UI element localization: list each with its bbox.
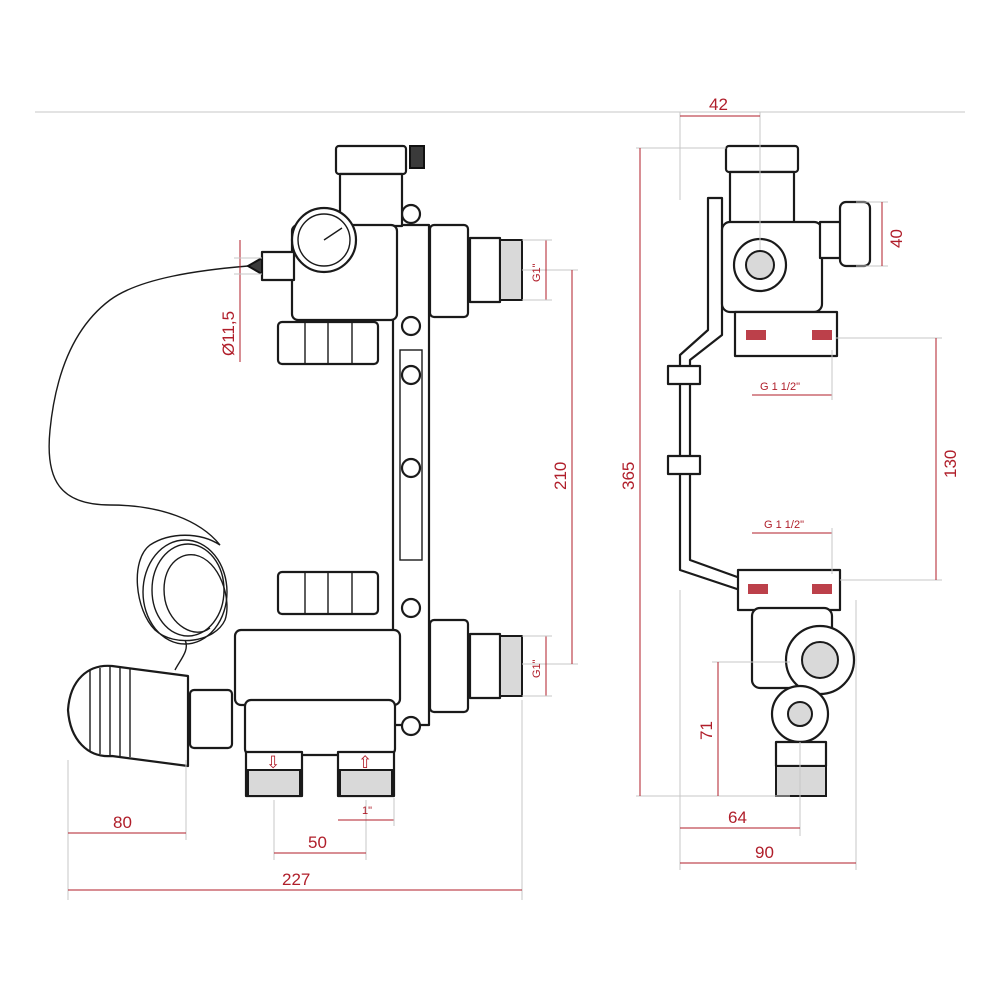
side-lower-port-inner xyxy=(787,701,813,727)
thermostatic-connector xyxy=(188,688,234,750)
capillary-tube xyxy=(48,265,249,671)
inlet-arrow-right: ⇧ xyxy=(358,753,372,772)
side-gauge-stem xyxy=(818,220,844,260)
side-upper-fitting-hatch-l xyxy=(746,330,766,340)
probe-fitting xyxy=(260,250,296,282)
dim-label-g1-top: G1" xyxy=(531,263,543,282)
inlet-thread-left xyxy=(247,769,301,797)
dim-label-227: 227 xyxy=(282,870,310,889)
dim-label-dia: Ø11,5 xyxy=(219,311,238,356)
bracket-screw-5 xyxy=(400,597,422,619)
inlet-thread-right xyxy=(339,769,393,797)
dim-label-g1-bottom: G1" xyxy=(531,659,543,678)
top-outlet-hex xyxy=(428,223,470,319)
dim-label-130: 130 xyxy=(941,450,960,478)
dim-label-42: 42 xyxy=(709,95,728,114)
dim-label-210: 210 xyxy=(551,462,570,490)
side-gauge xyxy=(838,200,872,268)
air-vent-body xyxy=(338,172,404,228)
side-air-vent-body xyxy=(728,170,796,226)
bracket-screw-2 xyxy=(400,315,422,337)
side-upper-port-inner xyxy=(745,250,775,280)
side-bottom-thread xyxy=(775,765,827,797)
mixing-valve-lower xyxy=(243,698,397,757)
capillary-coil xyxy=(142,539,228,645)
dim-label-50: 50 xyxy=(308,833,327,852)
side-lower-fitting-hatch-r xyxy=(812,584,832,594)
dim-label-365: 365 xyxy=(619,462,638,490)
dim-label-90: 90 xyxy=(755,843,774,862)
bottom-outlet-nipple xyxy=(468,632,502,700)
pressure-gauge-dial xyxy=(297,213,351,267)
dim-label-40: 40 xyxy=(887,229,906,248)
mixing-valve-body xyxy=(233,628,402,707)
top-outlet-thread xyxy=(499,239,523,301)
side-view xyxy=(666,144,872,797)
side-bolt-lower xyxy=(666,454,702,476)
top-outlet-nipple xyxy=(468,236,502,304)
side-lower-fitting-hatch-l xyxy=(748,584,768,594)
bracket-screw-1 xyxy=(400,203,422,225)
side-bolt-upper xyxy=(666,364,702,386)
bracket-screw-6 xyxy=(400,715,422,737)
front-dimensions: 227 80 50 1" 210 G1" G1" Ø11,5 xyxy=(67,239,578,900)
bracket-screw-4 xyxy=(400,457,422,479)
bottom-outlet-hex xyxy=(428,618,470,714)
front-view: ⇩ ⇧ xyxy=(48,144,523,798)
dim-label-1inch: 1" xyxy=(362,805,372,817)
bottom-outlet-thread xyxy=(499,635,523,697)
bracket-screw-3 xyxy=(400,364,422,386)
probe-tip xyxy=(245,256,263,276)
side-pump-port-inner xyxy=(801,641,839,679)
thermostatic-head xyxy=(66,664,190,768)
pressure-gauge-needle xyxy=(323,227,343,241)
dim-label-g112-upper: G 1 1/2" xyxy=(760,381,800,393)
side-bottom-nipple xyxy=(774,740,828,768)
side-dimensions: 42 365 40 130 G 1 1/2" G 1 1/2" 71 xyxy=(619,95,960,870)
dim-label-71: 71 xyxy=(697,721,716,740)
inlet-arrow-left: ⇩ xyxy=(266,753,280,772)
side-upper-fitting-hatch-r xyxy=(812,330,832,340)
dim-label-64: 64 xyxy=(728,808,747,827)
dim-label-80: 80 xyxy=(113,813,132,832)
capillary-coil-inner xyxy=(151,543,225,637)
air-vent-knob xyxy=(409,145,425,169)
side-air-vent-cap xyxy=(724,144,800,174)
air-vent-cap xyxy=(334,144,408,176)
bracket-inner xyxy=(399,349,423,561)
dim-label-g112-lower: G 1 1/2" xyxy=(764,519,804,531)
